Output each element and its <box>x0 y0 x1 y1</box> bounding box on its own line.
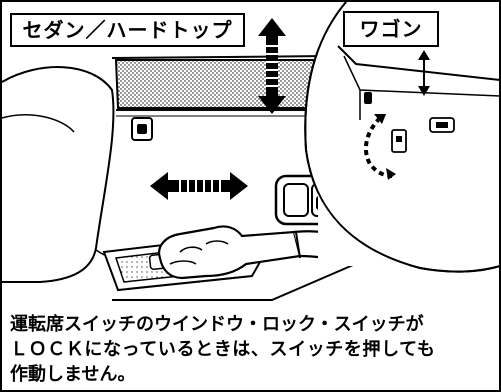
sedan-hardtop-label: セダン／ハードトップ <box>10 13 245 47</box>
caption-line-3: 作動しません。 <box>10 364 136 385</box>
caption-line-1: 運転席スイッチのウインドウ・ロック・スイッチが <box>10 314 424 335</box>
left-right-arrow-icon <box>150 172 248 200</box>
caption: 運転席スイッチのウインドウ・ロック・スイッチが ＬＯＣＫになっているときは、スイ… <box>10 312 496 387</box>
wagon-inset <box>304 1 501 273</box>
door-lock-knob <box>131 117 153 141</box>
curved-arrow-icon <box>363 114 396 180</box>
caption-line-2: ＬＯＣＫになっているときは、スイッチを押しても <box>10 339 436 360</box>
up-down-arrow-icon-wagon <box>418 50 430 96</box>
seat-back <box>1 66 115 283</box>
up-down-arrow-icon <box>258 18 286 114</box>
window-glass <box>114 59 331 109</box>
wagon-label: ワゴン <box>343 11 439 47</box>
